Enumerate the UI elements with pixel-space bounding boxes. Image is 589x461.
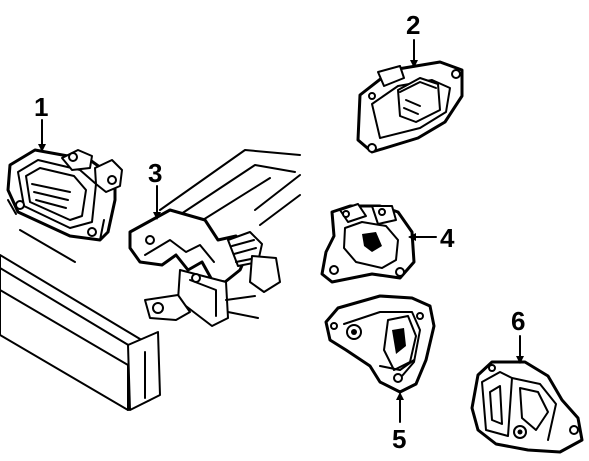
- callout-1: 1: [34, 92, 48, 122]
- part-1-mount: [6, 148, 123, 242]
- callout-6: 6: [511, 306, 525, 336]
- leader-lines: [38, 39, 524, 423]
- callout-4: 4: [440, 223, 455, 253]
- part-4-mount: [320, 203, 416, 284]
- part-3-bracket: [128, 149, 301, 327]
- callout-5: 5: [392, 424, 406, 454]
- part-5-bracket: [324, 294, 436, 394]
- callout-2: 2: [406, 10, 420, 40]
- part-6-mount: [470, 360, 584, 454]
- callout-3: 3: [148, 158, 162, 188]
- frame-rail: [0, 229, 161, 411]
- part-2-mount: [356, 60, 464, 154]
